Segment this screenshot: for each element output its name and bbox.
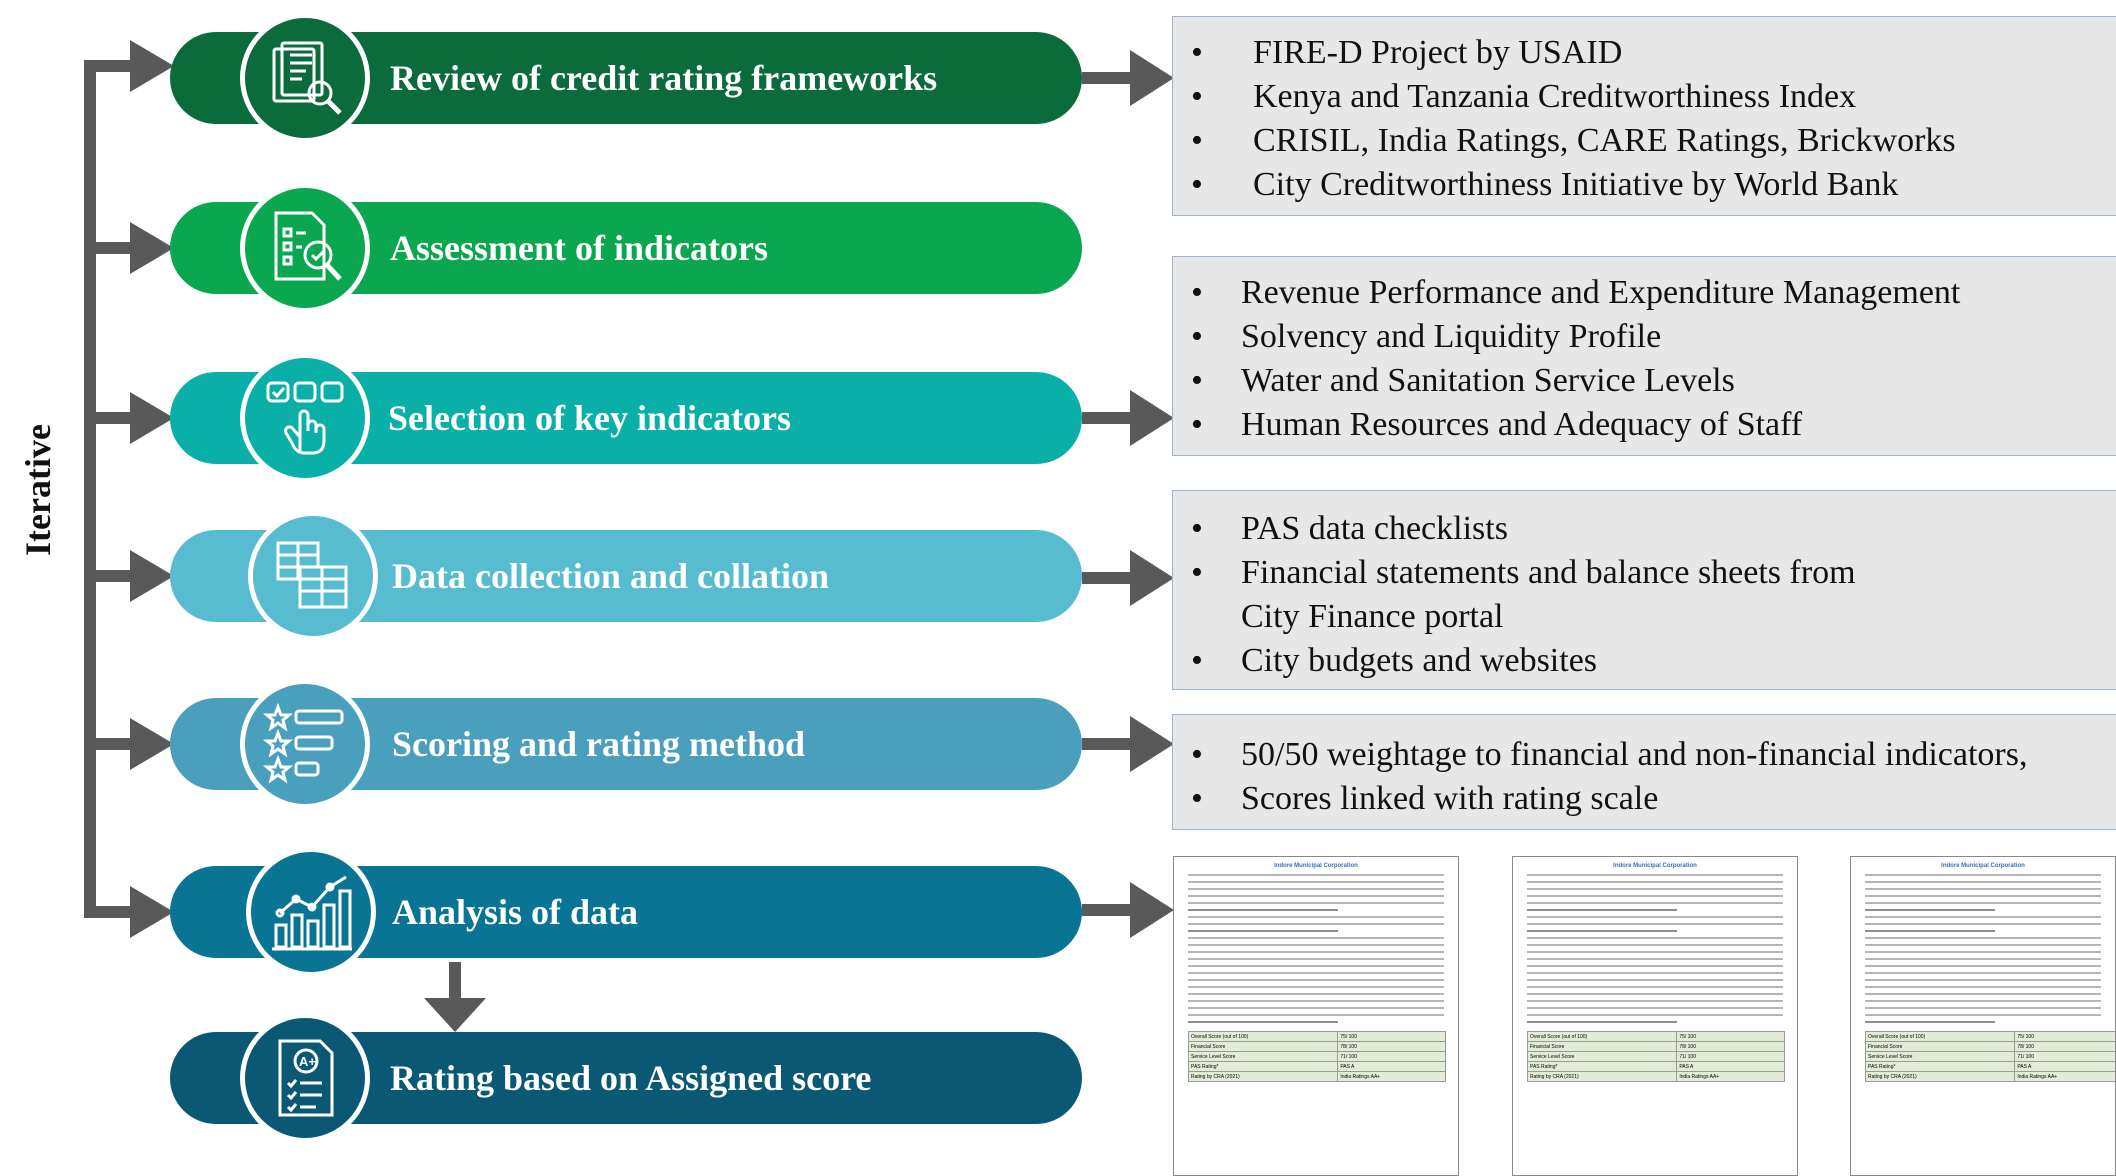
star-rating-icon	[240, 679, 370, 809]
bullet-item: •CRISIL, India Ratings, CARE Ratings, Br…	[1173, 119, 2116, 163]
info-box: •50/50 weightage to financial and non-fi…	[1172, 714, 2116, 830]
table-row: Rating by CRA (2021)India Ratings AA+	[1189, 1072, 1446, 1082]
bullet-item: •Kenya and Tanzania Creditworthiness Ind…	[1173, 75, 2116, 119]
checklist-search-icon	[240, 183, 370, 313]
document-search-icon	[240, 13, 370, 143]
step-title: Scoring and rating method	[392, 698, 805, 790]
bullet-item: •PAS data checklists	[1173, 507, 2116, 551]
bar-chart-icon	[246, 847, 376, 977]
table-row: Rating by CRA (2021)India Ratings AA+	[1528, 1072, 1785, 1082]
report-title: Indore Municipal Corporation	[1513, 863, 1797, 869]
bullet-item: •Revenue Performance and Expenditure Man…	[1173, 271, 2116, 315]
table-row: Overall Score (out of 100)75/ 100	[1189, 1032, 1446, 1042]
info-box: •Revenue Performance and Expenditure Man…	[1172, 256, 2116, 456]
info-box: •FIRE-D Project by USAID•Kenya and Tanza…	[1172, 16, 2116, 216]
table-row: Overall Score (out of 100)75/ 100	[1866, 1032, 2116, 1042]
bullet-item: •Financial statements and balance sheets…	[1173, 551, 1881, 639]
step-title: Analysis of data	[392, 866, 638, 958]
report-title: Indore Municipal Corporation	[1851, 863, 2115, 869]
step-title: Data collection and collation	[392, 530, 829, 622]
hand-select-icon	[240, 353, 370, 483]
iterative-label: Iterative	[8, 460, 68, 520]
bullet-item: •Scores linked with rating scale	[1173, 777, 2116, 821]
step-title: Review of credit rating frameworks	[390, 32, 937, 124]
bullet-item: •50/50 weightage to financial and non-fi…	[1173, 733, 2116, 777]
bullet-item: •Human Resources and Adequacy of Staff	[1173, 403, 2116, 447]
bullet-item: •FIRE-D Project by USAID	[1173, 31, 2116, 75]
table-row: PAS Rating*PAS A	[1866, 1062, 2116, 1072]
table-row: Rating by CRA (2021)India Ratings AA+	[1866, 1072, 2116, 1082]
svg-text:A+: A+	[299, 1054, 316, 1069]
step-title: Rating based on Assigned score	[390, 1032, 871, 1124]
bullet-item: •City budgets and websites	[1173, 639, 2116, 683]
step-title: Assessment of indicators	[390, 202, 768, 294]
table-row: PAS Rating*PAS A	[1528, 1062, 1785, 1072]
rated-document-icon: A+	[240, 1013, 370, 1143]
report-title: Indore Municipal Corporation	[1174, 863, 1458, 869]
bullet-item: •Solvency and Liquidity Profile	[1173, 315, 2116, 359]
step-title: Selection of key indicators	[388, 372, 791, 464]
bullet-item: •Water and Sanitation Service Levels	[1173, 359, 2116, 403]
spreadsheet-icon	[248, 511, 378, 641]
info-box: •PAS data checklists•Financial statement…	[1172, 490, 2116, 690]
table-row: Overall Score (out of 100)75/ 100	[1528, 1032, 1785, 1042]
down-arrow-icon	[424, 962, 486, 1032]
table-row: PAS Rating*PAS A	[1189, 1062, 1446, 1072]
bullet-item: •City Creditworthiness Initiative by Wor…	[1173, 163, 2116, 207]
